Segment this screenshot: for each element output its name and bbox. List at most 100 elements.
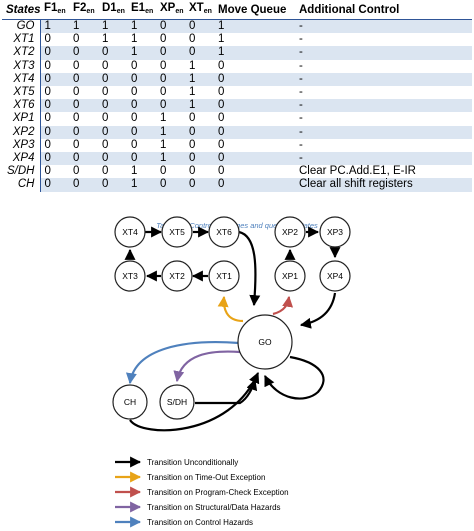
cell-e1: 0: [131, 59, 138, 72]
cell-f2: 0: [69, 46, 98, 60]
cell-state: XT6: [2, 99, 40, 113]
cell-e1: 0: [131, 138, 138, 151]
cell-e1: 1: [127, 178, 156, 192]
cell-d1: 0: [102, 138, 109, 151]
cell-f1: 0: [39, 99, 69, 113]
cell-f1: 0: [39, 165, 69, 179]
cell-d1: 1: [98, 19, 127, 34]
diagram-legend: Transition Unconditionally Transition on…: [115, 456, 289, 528]
cell-e1: 0: [127, 152, 156, 166]
node-xt3: XT3: [114, 260, 146, 292]
cell-f2: 1: [69, 19, 98, 34]
legend-item-structural: Transition on Structural/Data Hazards: [115, 501, 281, 513]
edge-go-sdh: [173, 350, 241, 383]
cell-state: XT3: [13, 59, 35, 72]
cell-f1: 0: [39, 33, 69, 47]
cell-f2: 0: [69, 178, 98, 192]
node-ch: CH: [112, 384, 148, 420]
cell-xp: 1: [160, 138, 167, 151]
cell-additional-control: -: [295, 72, 472, 87]
cell-f1: 0: [39, 125, 69, 139]
cell-state: XT4: [2, 72, 40, 87]
cell-additional-control: -: [299, 59, 303, 72]
cell-xp: 0: [156, 19, 185, 34]
edge-sdh-go: [195, 378, 258, 405]
cell-move-queue: 0: [214, 99, 295, 113]
cell-xt: 1: [185, 72, 214, 87]
svg-text:GO: GO: [258, 337, 272, 347]
cell-xp: 1: [156, 152, 185, 166]
cell-xt: 0: [189, 165, 196, 178]
header-xt: XTen: [185, 1, 214, 20]
cell-f2: 0: [69, 99, 98, 113]
header-f2: F2en: [69, 1, 98, 20]
cell-e1: 0: [127, 72, 156, 87]
svg-text:XT2: XT2: [169, 271, 185, 281]
cell-d1: 1: [102, 33, 109, 46]
header-states: States: [2, 1, 40, 20]
svg-text:XT6: XT6: [216, 227, 232, 237]
header-move-queue: Move Queue: [214, 1, 295, 20]
node-xp1: XP1: [274, 260, 306, 292]
cell-d1: 0: [102, 165, 109, 178]
cell-xp: 0: [156, 72, 185, 87]
cell-move-queue: 0: [218, 138, 225, 151]
cell-d1: 0: [102, 59, 109, 72]
cell-xt: 0: [189, 112, 196, 125]
cell-state: XT2: [2, 46, 40, 60]
header-additional-control: Additional Control: [295, 1, 472, 20]
cell-xp: 0: [160, 33, 167, 46]
edge-xt6-go: [238, 230, 261, 307]
cell-xp: 0: [160, 86, 167, 99]
svg-text:Transition on Structural/Data: Transition on Structural/Data Hazards: [147, 503, 281, 512]
cell-d1: 0: [98, 178, 127, 192]
node-go: GO: [237, 314, 293, 370]
table-header-row: States F1en F2en D1en E1en XPen XTen Mov…: [2, 1, 472, 20]
cell-additional-control: -: [299, 86, 303, 99]
node-sdh: S/DH: [159, 384, 195, 420]
legend-item-unconditional: Transition Unconditionally: [115, 456, 238, 468]
node-xp4: XP4: [319, 260, 351, 292]
edge-go-xp1: [272, 295, 294, 316]
cell-move-queue: 0: [214, 72, 295, 87]
header-e1: E1en: [127, 1, 156, 20]
edge-xp4-go: [299, 292, 337, 329]
cell-state: XP1: [12, 112, 35, 125]
cell-f2: 0: [73, 33, 80, 46]
cell-state: XP2: [2, 125, 40, 139]
cell-xt: 0: [185, 152, 214, 166]
cell-state: XT5: [13, 86, 35, 99]
cell-f1: 0: [39, 72, 69, 87]
cell-state: GO: [2, 19, 40, 34]
cell-f2: 0: [73, 112, 80, 125]
cell-f2: 0: [69, 125, 98, 139]
edge-go-xt1: [217, 295, 244, 323]
cell-state: XP3: [12, 138, 35, 151]
cell-move-queue: 0: [214, 152, 295, 166]
node-xp2: XP2: [274, 216, 306, 248]
cell-f1: 0: [39, 112, 69, 126]
cell-d1: 0: [102, 112, 109, 125]
cell-f1: 0: [39, 152, 69, 166]
cell-d1: 0: [98, 152, 127, 166]
cell-additional-control: -: [299, 112, 303, 125]
legend-item-control: Transition on Control Hazards: [115, 516, 253, 528]
cell-f2: 0: [73, 86, 80, 99]
svg-text:Transition Unconditionally: Transition Unconditionally: [147, 458, 238, 467]
cell-xt: 0: [185, 19, 214, 34]
cell-move-queue: 0: [218, 165, 225, 178]
edge-go-ch: [125, 341, 240, 385]
svg-text:XP2: XP2: [282, 227, 298, 237]
cell-xp: 0: [156, 46, 185, 60]
cell-d1: 0: [102, 86, 109, 99]
svg-text:XT4: XT4: [122, 227, 138, 237]
node-xt1: XT1: [208, 260, 240, 292]
